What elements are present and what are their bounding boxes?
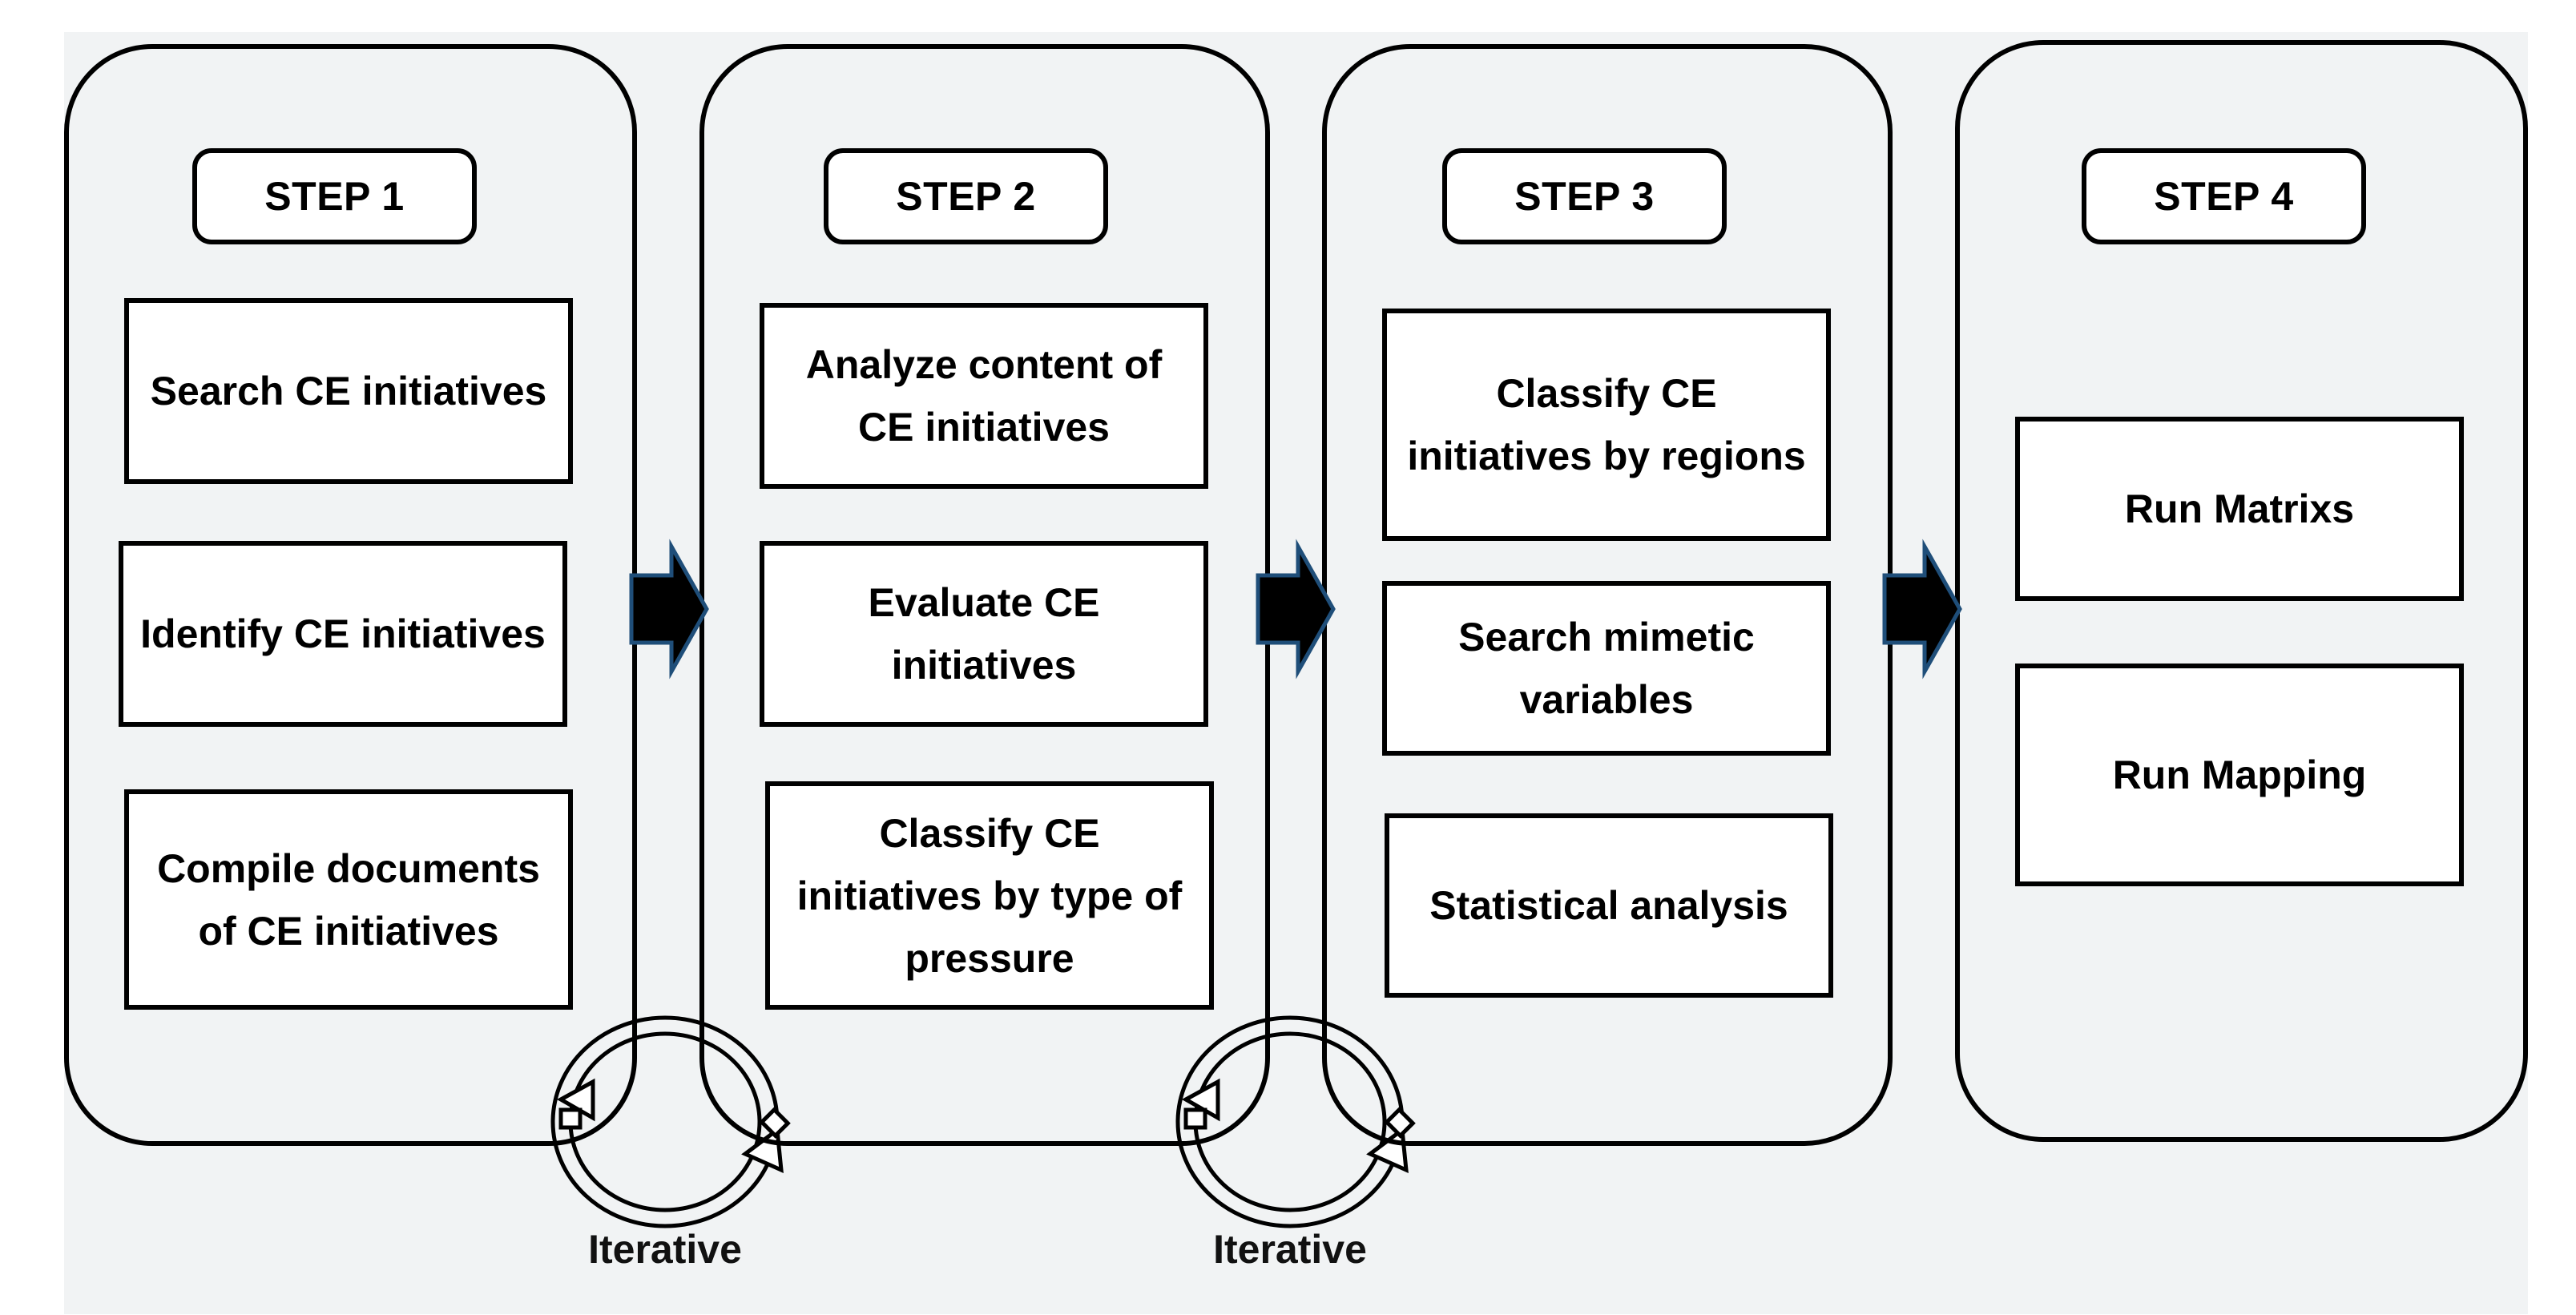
task-classify-by-pressure: Classify CE initiatives by type of press… [765, 781, 1214, 1010]
step-1-title: STEP 1 [192, 148, 477, 244]
step-4-title: STEP 4 [2082, 148, 2366, 244]
right-block-arrow-1-icon [629, 539, 709, 680]
step-2-title: STEP 2 [824, 148, 1108, 244]
iteration-label-1: Iterative [588, 1227, 742, 1272]
task-run-matrixs: Run Matrixs [2015, 417, 2464, 601]
task-run-mapping: Run Mapping [2015, 664, 2464, 886]
task-evaluate-ce-initiatives: Evaluate CE initiatives [760, 541, 1208, 727]
task-identify-ce-initiatives: Identify CE initiatives [119, 541, 567, 727]
task-search-ce-initiatives: Search CE initiatives [124, 298, 573, 484]
task-analyze-content: Analyze content of CE initiatives [760, 303, 1208, 489]
task-search-mimetic-variables: Search mimetic variables [1382, 581, 1831, 756]
task-statistical-analysis: Statistical analysis [1385, 813, 1833, 998]
step-4-stage [1955, 40, 2528, 1142]
step-3-title: STEP 3 [1442, 148, 1727, 244]
right-block-arrow-2-icon [1256, 539, 1336, 680]
iteration-label-2: Iterative [1213, 1227, 1367, 1272]
task-classify-by-regions: Classify CE initiatives by regions [1382, 309, 1831, 541]
task-compile-documents: Compile documents of CE initiatives [124, 789, 573, 1010]
right-block-arrow-3-icon [1882, 539, 1962, 680]
